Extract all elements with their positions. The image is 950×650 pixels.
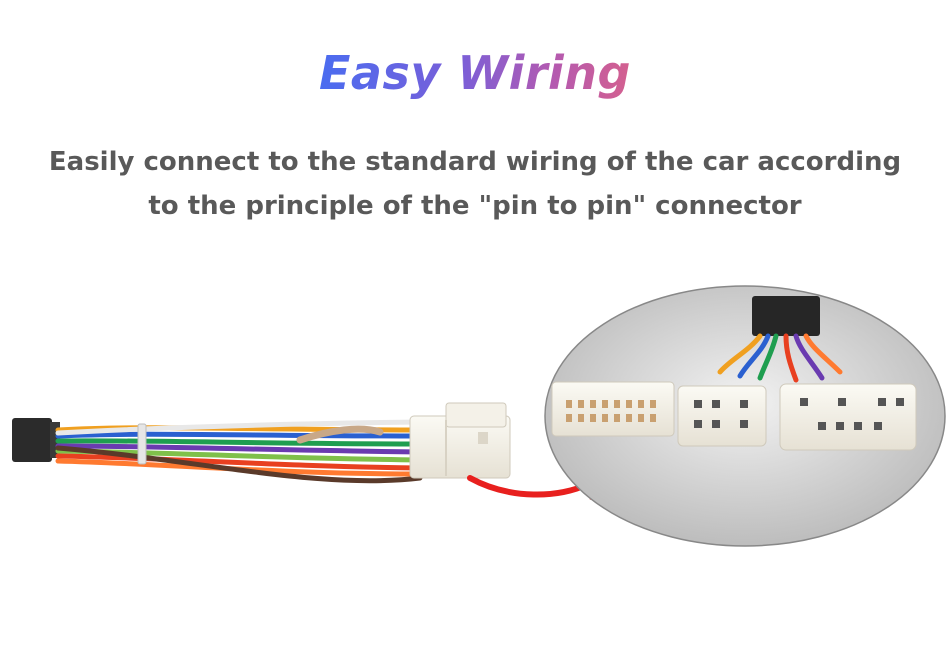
description-line-2: to the principle of the "pin to pin" con…	[148, 191, 802, 221]
description-line-1: Easily connect to the standard wiring of…	[48, 147, 902, 177]
product-illustration	[12, 285, 946, 547]
description: Easily connect to the standard wiring of…	[0, 140, 950, 228]
wiring-harness-icon	[12, 402, 511, 484]
connector-closeup-icon	[544, 285, 946, 547]
title-text: Easy Wiring	[319, 46, 631, 100]
page-title: Easy Wiring	[0, 46, 950, 100]
